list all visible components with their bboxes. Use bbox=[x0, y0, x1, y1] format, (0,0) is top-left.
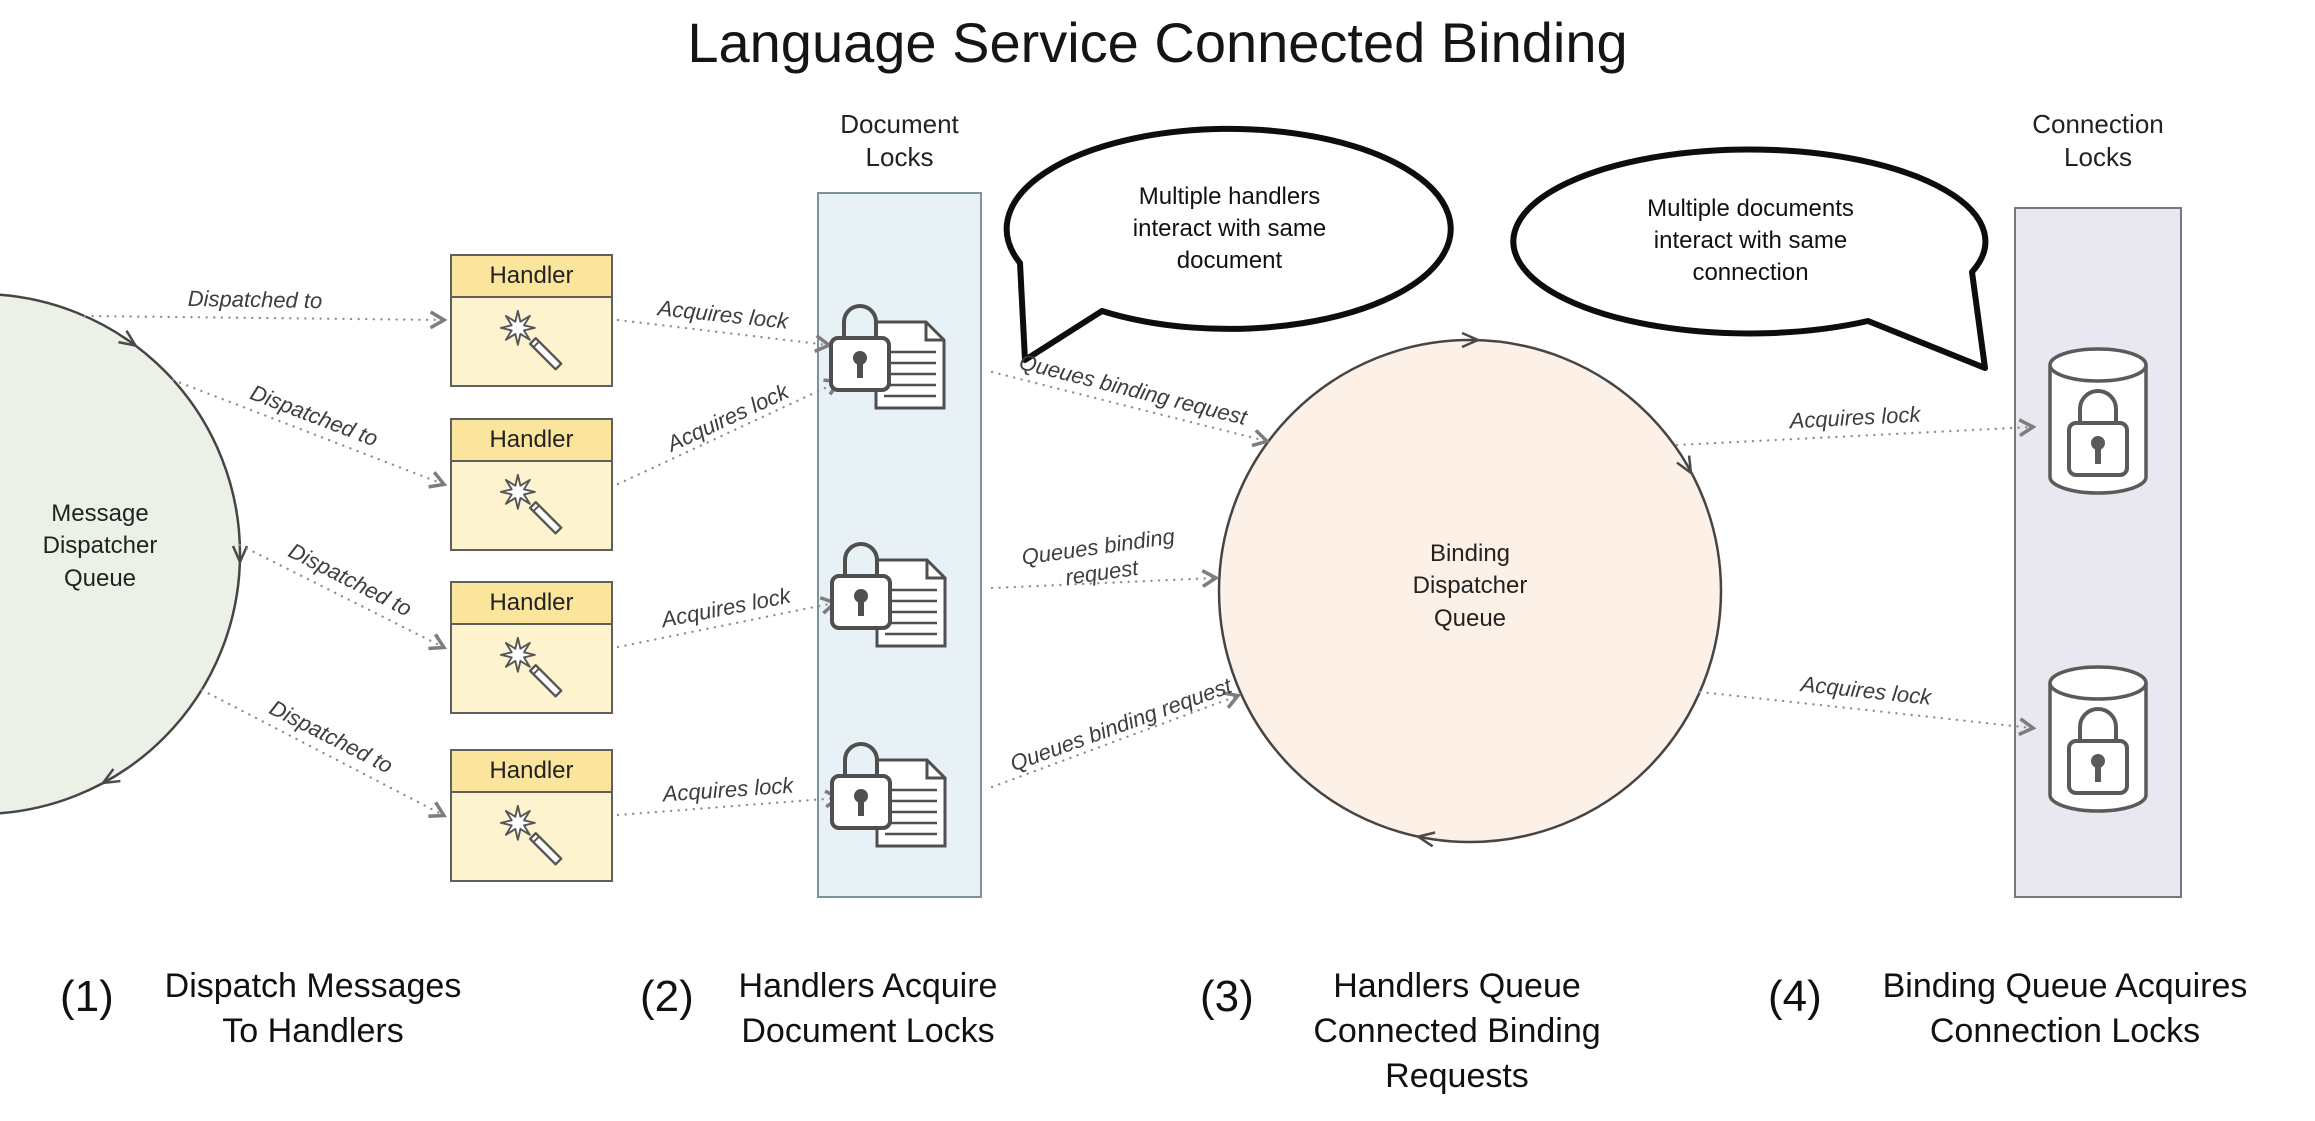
handler-title: Handler bbox=[452, 420, 611, 462]
handler-box: Handler bbox=[450, 749, 613, 882]
document-lock-icon bbox=[819, 730, 959, 850]
queues-binding-request-arrow bbox=[990, 569, 1220, 590]
caption-3-number: (3) bbox=[1200, 972, 1254, 1021]
caption-1-text: Dispatch Messages To Handlers bbox=[164, 967, 462, 1050]
speech-bubble-handlers-text: Multiple handlers interact with same doc… bbox=[1132, 183, 1327, 274]
speech-bubble-documents-text: Multiple documents interact with same co… bbox=[1647, 195, 1854, 286]
handler-body bbox=[452, 625, 611, 712]
handler-body bbox=[452, 462, 611, 549]
connection-lock-icon bbox=[2042, 339, 2154, 503]
binding-dispatcher-queue-circle bbox=[1217, 338, 1723, 844]
wand-icon bbox=[499, 473, 562, 535]
document-lock-icon bbox=[819, 530, 959, 650]
wand-icon bbox=[499, 309, 562, 371]
caption-4-text: Binding Queue Acquires Connection Locks bbox=[1882, 967, 2248, 1050]
acquires-lock-arrow bbox=[1675, 418, 2037, 447]
speech-bubble-handlers bbox=[1003, 125, 1454, 363]
acquires-lock-arrow bbox=[1698, 690, 2037, 737]
acquires-lock-arrow bbox=[616, 318, 833, 353]
handler-title: Handler bbox=[452, 256, 611, 298]
caption-2-text: Handlers Acquire Document Locks bbox=[738, 967, 998, 1050]
binding-queue-label: Binding Dispatcher Queue bbox=[1412, 540, 1528, 632]
diagram-title: Language Service Connected Binding bbox=[687, 11, 1628, 74]
wand-icon bbox=[499, 636, 562, 698]
connection-lock-icon bbox=[2042, 657, 2154, 821]
message-dispatcher-queue-circle bbox=[0, 293, 242, 815]
caption-1-number: (1) bbox=[60, 972, 114, 1021]
speech-bubble-documents bbox=[1510, 146, 1989, 371]
acquires-lock-arrow bbox=[616, 378, 843, 486]
handler-body bbox=[452, 793, 611, 880]
wand-icon bbox=[499, 804, 562, 866]
message-queue-label: Message Dispatcher Queue bbox=[42, 500, 158, 592]
handler-box: Handler bbox=[450, 581, 613, 714]
queues-binding-request-arrow bbox=[990, 370, 1271, 448]
caption-2-number: (2) bbox=[640, 972, 694, 1021]
edge-label-dispatched-to-1: Dispatched to bbox=[187, 285, 323, 314]
handler-box: Handler bbox=[450, 254, 613, 387]
caption-4-number: (4) bbox=[1768, 972, 1822, 1021]
caption-3-text: Handlers Queue Connected Binding Request… bbox=[1313, 967, 1601, 1095]
dispatched-to-arrow bbox=[83, 310, 448, 330]
connection-locks-label: Connection Locks bbox=[2032, 109, 2164, 172]
dotted-arrows bbox=[83, 310, 2037, 819]
dispatched-to-arrow bbox=[238, 543, 448, 651]
document-locks-label: Document Locks bbox=[840, 109, 959, 172]
dispatched-to-arrow bbox=[171, 378, 448, 489]
handler-box: Handler bbox=[450, 418, 613, 551]
handler-title: Handler bbox=[452, 751, 611, 793]
handler-body bbox=[452, 298, 611, 385]
queue-rotation-chevrons bbox=[100, 330, 1693, 848]
document-lock-icon bbox=[818, 292, 958, 412]
dispatched-to-arrow bbox=[200, 688, 448, 819]
handler-title: Handler bbox=[452, 583, 611, 625]
